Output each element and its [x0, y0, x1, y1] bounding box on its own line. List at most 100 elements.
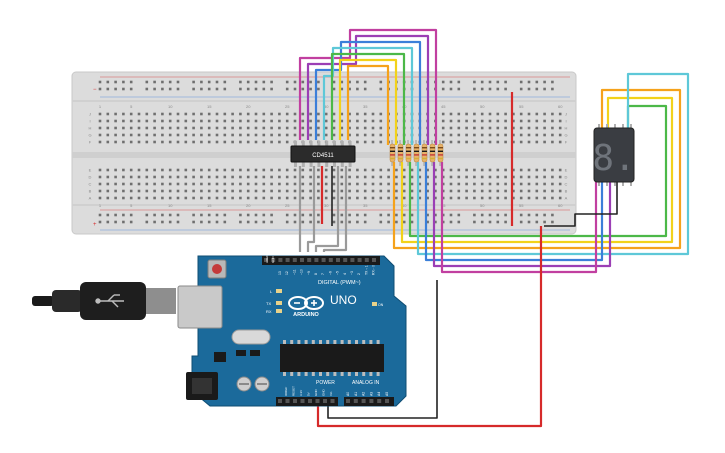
breadboard-hole[interactable] — [348, 168, 351, 172]
breadboard-hole[interactable] — [496, 119, 500, 123]
breadboard-hole[interactable] — [543, 140, 546, 144]
breadboard-hole[interactable] — [192, 196, 195, 200]
breadboard-hole[interactable] — [402, 182, 406, 186]
breadboard-hole[interactable] — [496, 189, 500, 193]
breadboard-hole[interactable] — [488, 196, 492, 200]
breadboard-hole[interactable] — [512, 196, 515, 200]
breadboard-hole[interactable] — [223, 168, 227, 172]
breadboard-hole[interactable] — [122, 168, 125, 172]
breadboard-hole[interactable] — [371, 189, 375, 193]
breadboard-hole[interactable] — [348, 189, 351, 193]
breadboard-hole[interactable] — [184, 182, 188, 186]
rail-hole[interactable] — [192, 80, 195, 84]
rail-hole[interactable] — [379, 213, 383, 217]
header-hole[interactable] — [330, 399, 335, 403]
breadboard-hole[interactable] — [106, 140, 110, 144]
header-hole[interactable] — [300, 258, 304, 262]
rail-hole[interactable] — [379, 80, 383, 84]
breadboard-hole[interactable] — [122, 112, 125, 116]
breadboard-hole[interactable] — [410, 189, 414, 193]
breadboard-hole[interactable] — [340, 126, 344, 130]
rail-hole[interactable] — [106, 87, 110, 91]
breadboard-hole[interactable] — [184, 140, 188, 144]
breadboard-hole[interactable] — [543, 189, 546, 193]
breadboard-hole[interactable] — [363, 182, 367, 186]
breadboard-hole[interactable] — [348, 196, 351, 200]
breadboard-hole[interactable] — [480, 189, 484, 193]
rail-hole[interactable] — [457, 213, 461, 217]
breadboard-hole[interactable] — [356, 168, 359, 172]
breadboard-hole[interactable] — [496, 196, 500, 200]
breadboard-hole[interactable] — [184, 112, 188, 116]
rail-hole[interactable] — [332, 220, 336, 224]
rail-hole[interactable] — [543, 87, 546, 91]
breadboard-hole[interactable] — [285, 182, 289, 186]
breadboard-hole[interactable] — [262, 189, 266, 193]
breadboard-hole[interactable] — [129, 112, 133, 116]
rail-hole[interactable] — [527, 213, 531, 217]
breadboard-hole[interactable] — [535, 175, 539, 179]
rail-hole[interactable] — [551, 220, 554, 224]
rail-hole[interactable] — [317, 80, 320, 84]
wire-to-display-magenta[interactable] — [440, 162, 598, 274]
wire-green-top[interactable] — [330, 52, 406, 145]
breadboard-hole[interactable] — [473, 140, 476, 144]
rail-hole[interactable] — [145, 87, 149, 91]
breadboard-hole[interactable] — [215, 175, 219, 179]
rail-hole[interactable] — [480, 80, 484, 84]
breadboard-hole[interactable] — [410, 168, 414, 172]
rail-hole[interactable] — [176, 87, 180, 91]
breadboard-hole[interactable] — [480, 140, 484, 144]
breadboard-hole[interactable] — [348, 175, 351, 179]
breadboard-hole[interactable] — [465, 140, 468, 144]
rail-hole[interactable] — [535, 87, 539, 91]
rail-hole[interactable] — [317, 220, 320, 224]
breadboard-hole[interactable] — [504, 175, 507, 179]
rail-hole[interactable] — [98, 220, 102, 224]
breadboard-hole[interactable] — [200, 182, 203, 186]
breadboard-hole[interactable] — [512, 182, 515, 186]
breadboard-hole[interactable] — [527, 182, 531, 186]
breadboard-hole[interactable] — [363, 196, 367, 200]
rail-hole[interactable] — [114, 220, 117, 224]
breadboard-hole[interactable] — [98, 182, 102, 186]
rail-hole[interactable] — [176, 80, 180, 84]
breadboard-hole[interactable] — [324, 175, 328, 179]
breadboard-hole[interactable] — [207, 140, 211, 144]
header-hole[interactable] — [285, 399, 290, 403]
breadboard-hole[interactable] — [145, 175, 149, 179]
rail-hole[interactable] — [480, 87, 484, 91]
breadboard-hole[interactable] — [371, 119, 375, 123]
breadboard-hole[interactable] — [449, 175, 453, 179]
breadboard-hole[interactable] — [543, 196, 546, 200]
breadboard-hole[interactable] — [145, 168, 149, 172]
breadboard-hole[interactable] — [114, 168, 117, 172]
rail-hole[interactable] — [239, 87, 242, 91]
header-hole[interactable] — [271, 258, 276, 262]
breadboard-hole[interactable] — [332, 112, 336, 116]
breadboard-hole[interactable] — [418, 182, 422, 186]
breadboard-hole[interactable] — [270, 133, 273, 137]
breadboard-hole[interactable] — [348, 182, 351, 186]
rail-hole[interactable] — [270, 213, 273, 217]
rail-hole[interactable] — [551, 87, 554, 91]
breadboard-hole[interactable] — [161, 196, 164, 200]
breadboard-hole[interactable] — [129, 175, 133, 179]
breadboard-hole[interactable] — [278, 112, 281, 116]
breadboard-hole[interactable] — [301, 119, 305, 123]
breadboard-hole[interactable] — [207, 119, 211, 123]
rail-hole[interactable] — [270, 87, 273, 91]
rail-hole[interactable] — [449, 220, 453, 224]
breadboard-hole[interactable] — [293, 119, 297, 123]
rail-hole[interactable] — [122, 220, 125, 224]
rail-hole[interactable] — [551, 213, 554, 217]
breadboard-hole[interactable] — [215, 189, 219, 193]
breadboard-hole[interactable] — [363, 140, 367, 144]
breadboard-hole[interactable] — [504, 119, 507, 123]
header-hole[interactable] — [361, 399, 366, 403]
breadboard-hole[interactable] — [231, 175, 234, 179]
rail-hole[interactable] — [340, 80, 344, 84]
breadboard-hole[interactable] — [317, 168, 320, 172]
breadboard-hole[interactable] — [301, 196, 305, 200]
breadboard-hole[interactable] — [496, 175, 500, 179]
